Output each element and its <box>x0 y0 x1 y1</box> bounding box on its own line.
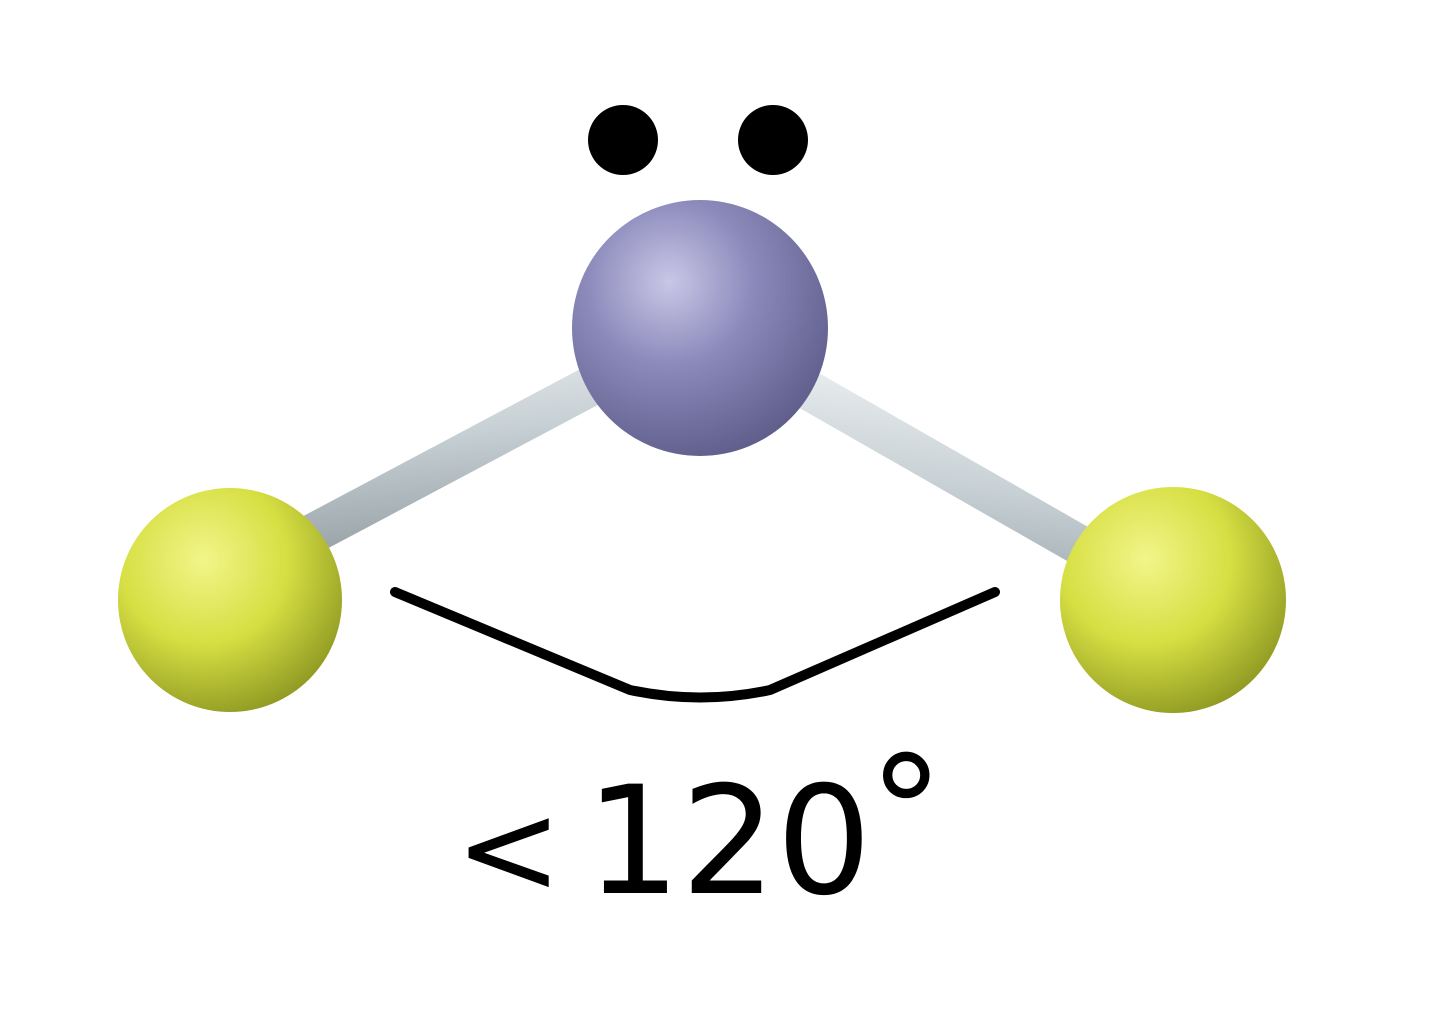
bond-angle-arc <box>390 587 1000 703</box>
angle-value: 120 <box>585 755 871 929</box>
lone-pair-dot-right <box>738 105 808 175</box>
outer-atom-left <box>118 488 342 712</box>
bond-angle-label: < 120 ° <box>455 725 944 929</box>
lone-pair <box>588 105 808 175</box>
angle-comparison-symbol: < <box>455 775 562 924</box>
outer-atom-right <box>1060 487 1286 713</box>
lone-pair-dot-left <box>588 105 658 175</box>
central-atom <box>572 200 828 456</box>
angle-unit: ° <box>869 725 944 899</box>
